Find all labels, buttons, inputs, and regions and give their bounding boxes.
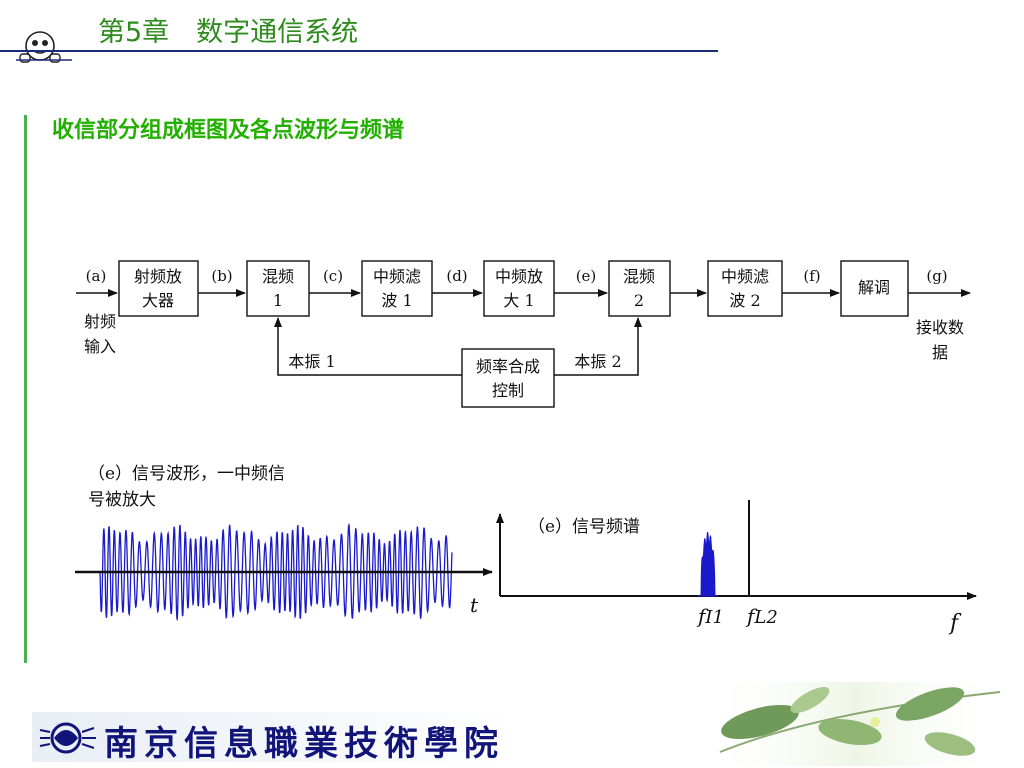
if-filter1-label-1: 中频滤: [373, 267, 421, 286]
point-e: (e): [576, 267, 597, 285]
if-filter2-label-1: 中频滤: [721, 267, 769, 286]
fi1-sub: I1: [704, 607, 724, 628]
mascot-icon: [16, 31, 72, 63]
fl2-sub: L2: [753, 607, 777, 628]
point-a: (a): [86, 267, 107, 285]
leaf-decoration-icon: [700, 682, 1010, 766]
lo1-path: [274, 317, 462, 376]
output-label-1: 接收数: [916, 318, 964, 337]
point-d: (d): [446, 267, 467, 285]
demod-block: [840, 260, 909, 317]
chapter-title: 第5章 数字通信系统: [98, 17, 359, 48]
spectrum-marker-fl2: fL2: [745, 604, 778, 628]
footer-band: [32, 712, 512, 762]
input-label-2: 输入: [84, 337, 116, 356]
rf-amp-label-2: 大器: [142, 291, 174, 310]
school-logo-icon: [39, 722, 96, 754]
waveform-caption-2: 号被放大: [88, 490, 156, 510]
demod-label: 解调: [858, 278, 890, 297]
school-name: 南京信息職業技術學院: [104, 724, 504, 764]
if-amp1-label-1: 中频放: [495, 267, 543, 286]
waveform-plot: t: [75, 522, 493, 622]
waveform-caption-1: （e）信号波形，一中频信: [88, 464, 285, 484]
waveform-axis-label: t: [470, 593, 479, 617]
synth-label-2: 控制: [492, 381, 524, 400]
mixer1-label-1: 混频: [262, 267, 294, 286]
mixer2-block: [608, 260, 671, 317]
if-filter1-block: [361, 260, 433, 317]
if-filter2-block: [707, 260, 783, 317]
mixer1-label-2: 1: [273, 291, 283, 310]
if-filter1-label-2: 波 1: [381, 291, 412, 310]
rf-amp-label-1: 射频放: [134, 267, 182, 286]
point-b: (b): [211, 267, 232, 285]
point-g: (g): [926, 267, 947, 285]
if-filter2-label-2: 波 2: [729, 291, 760, 310]
section-title: 收信部分组成框图及各点波形与频谱: [52, 118, 405, 143]
mixer1-block: [246, 260, 310, 317]
output-label-2: 据: [932, 343, 948, 362]
spectrum-caption: （e）信号频谱: [528, 517, 640, 537]
spectrum-peak: [698, 531, 718, 597]
spectrum-axis-label: f: [948, 611, 962, 636]
lo2-path: [554, 317, 642, 376]
input-label-1: 射频: [84, 312, 116, 331]
waveform-signal: [99, 522, 453, 622]
lo2-label: 本振 2: [574, 352, 621, 371]
synth-block: [461, 348, 555, 408]
left-accent-bar: [24, 115, 27, 663]
header-rule: [0, 50, 718, 52]
lo1-label: 本振 1: [288, 352, 335, 371]
if-amp1-label-2: 大 1: [503, 291, 534, 310]
spectrum-marker-fi1: fI1: [696, 604, 724, 628]
mixer2-label-2: 2: [634, 291, 644, 310]
spectrum-plot: （e）信号频谱 fI1 fL2 f: [496, 500, 977, 636]
if-amp1-block: [483, 260, 555, 317]
rf-amp-block: [118, 260, 199, 317]
synth-label-1: 频率合成: [476, 357, 540, 376]
mixer2-label-1: 混频: [623, 267, 655, 286]
point-c: (c): [323, 267, 343, 285]
point-f: (f): [803, 267, 820, 285]
